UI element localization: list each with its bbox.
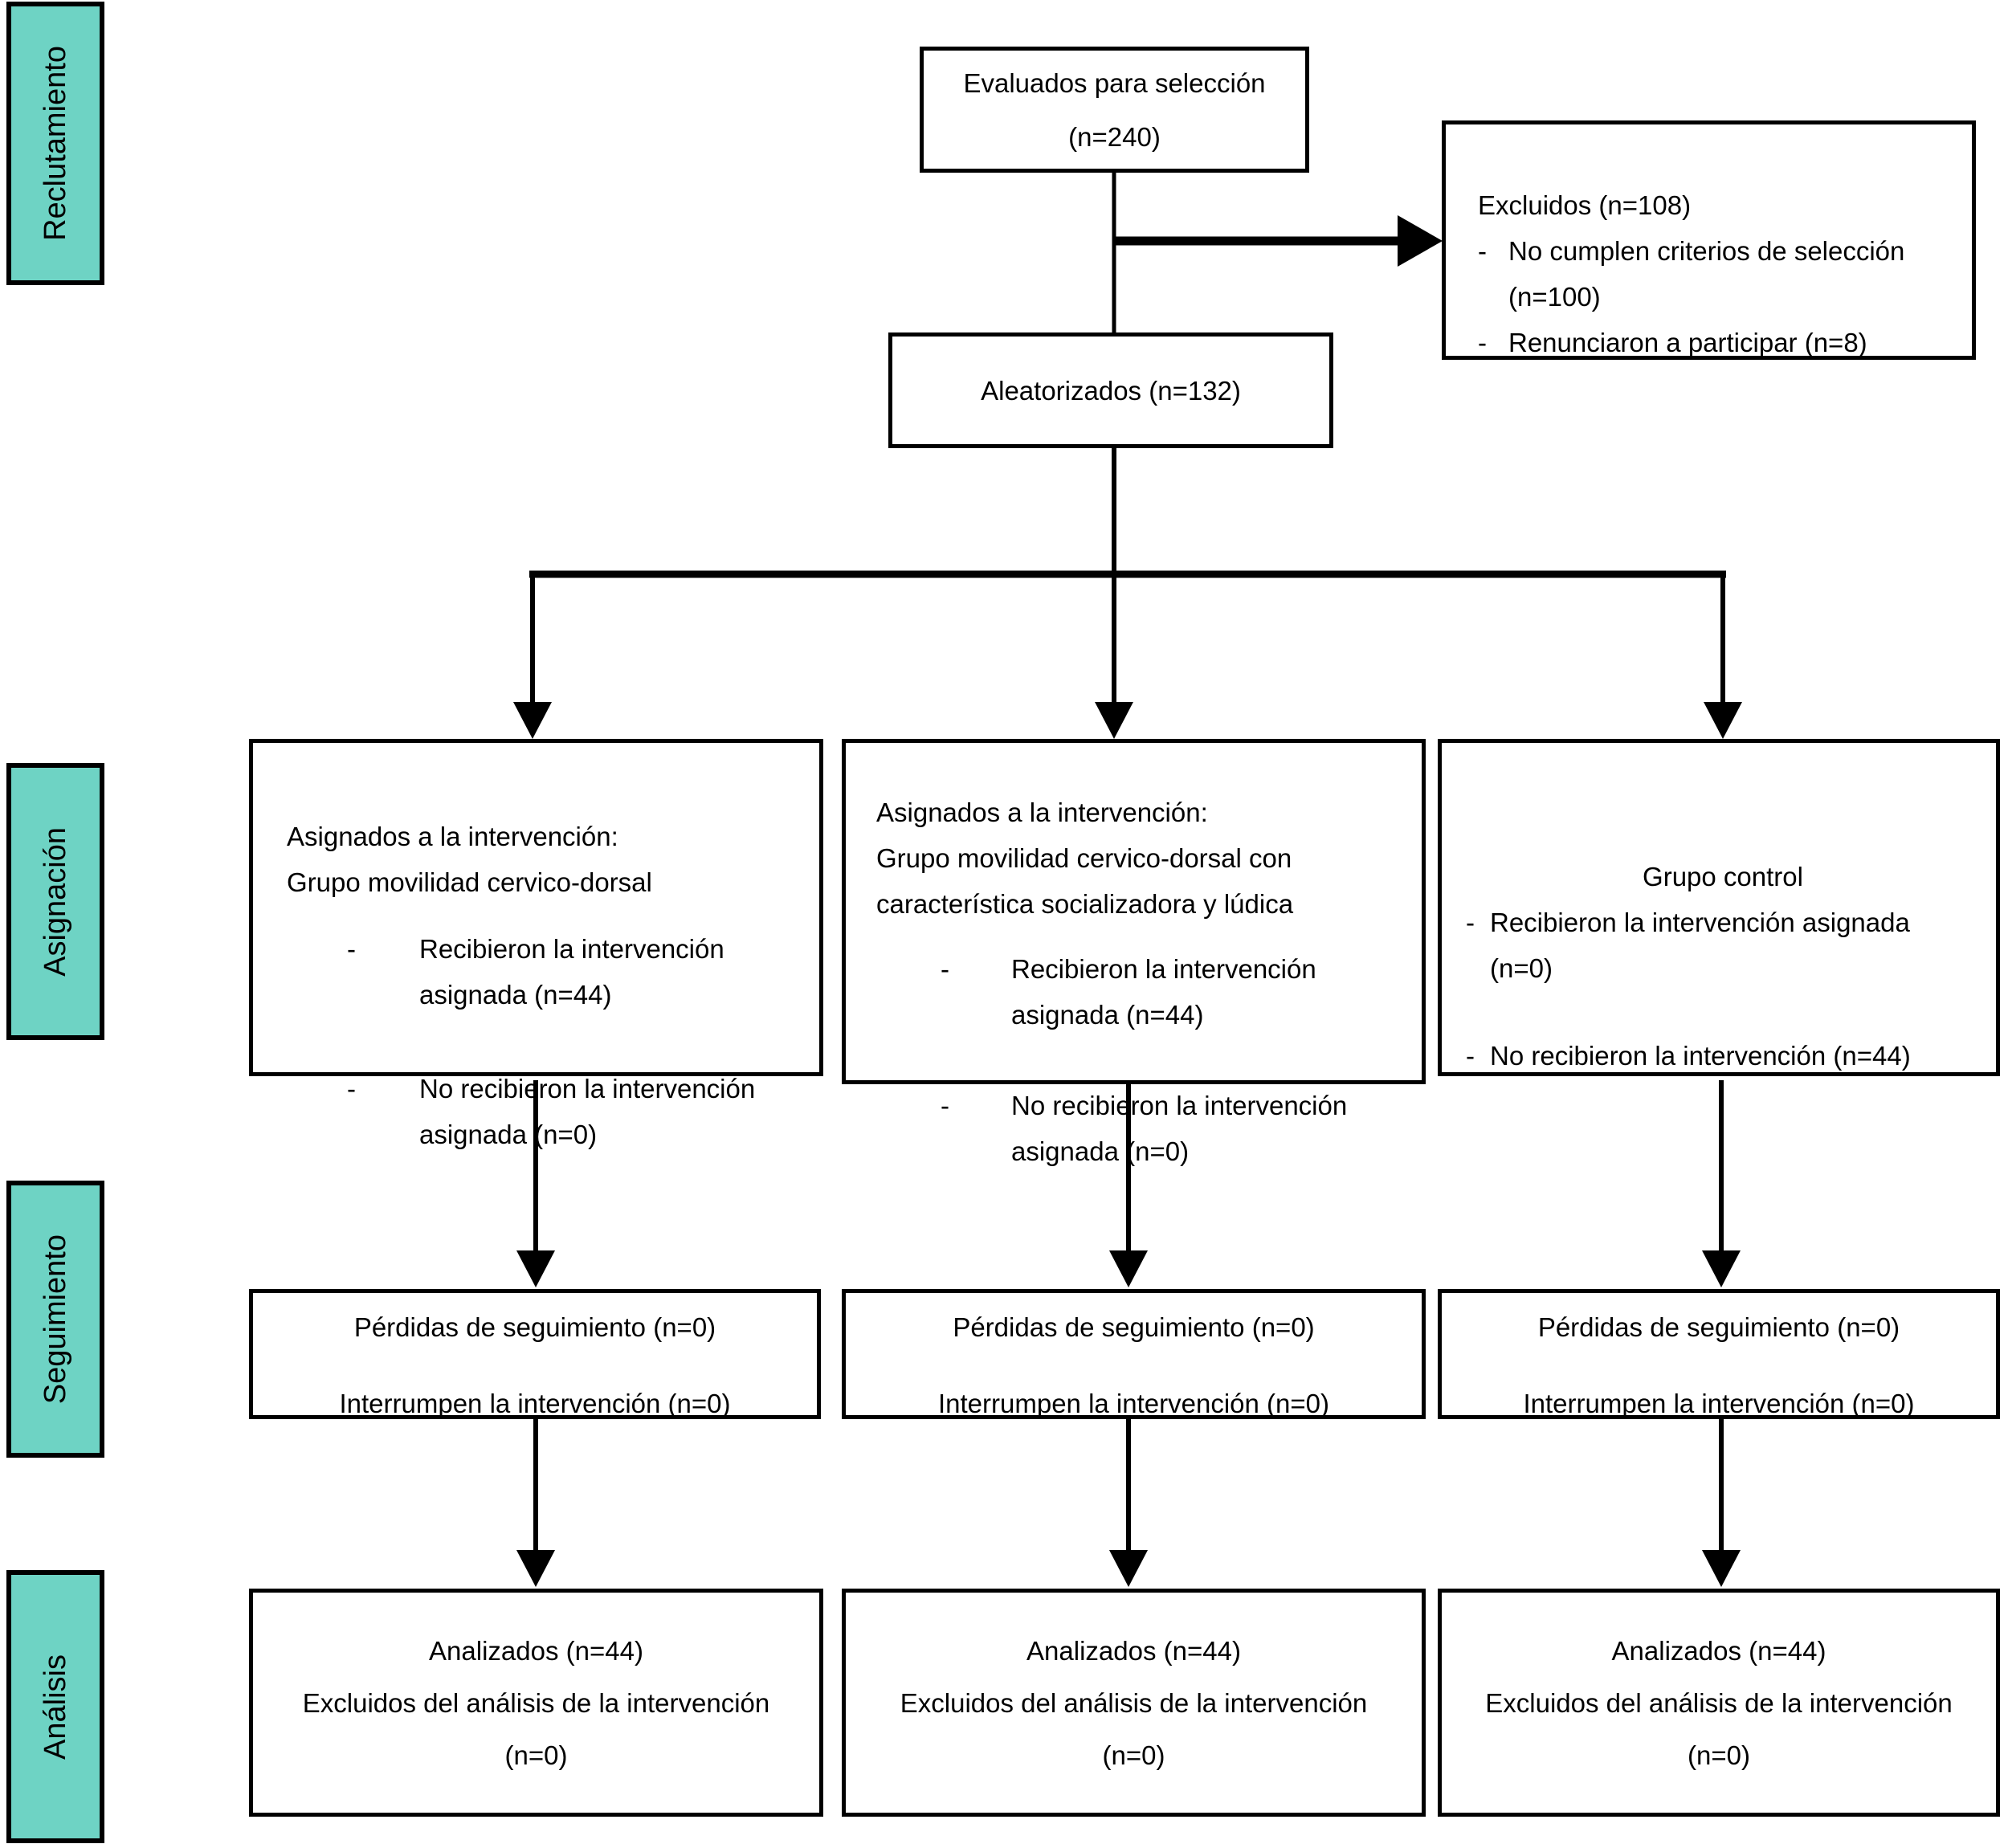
box-line: Grupo control xyxy=(1643,862,1803,891)
excluded-reason: - No cumplen criterios de selección (n=1… xyxy=(1478,228,1957,320)
arrowhead-assign-right xyxy=(1704,702,1742,739)
assignment-bullet: - No recibieron la intervención (n=44) xyxy=(1466,1033,1983,1079)
arrowhead-excluidos xyxy=(1398,215,1443,267)
box-line: Grupo movilidad cervico-dorsal con xyxy=(876,843,1292,873)
box-line: asignada (n=0) xyxy=(419,1120,598,1149)
box-line: Recibieron la intervención xyxy=(1011,954,1316,984)
box-line: Aleatorizados (n=132) xyxy=(981,375,1241,406)
box-line: Analizados (n=44) xyxy=(1611,1635,1826,1666)
box-line: asignada (n=44) xyxy=(419,980,612,1010)
box-line: Asignados a la intervención: xyxy=(876,798,1208,827)
box-line: Evaluados para selección xyxy=(963,67,1266,98)
bullet-dash: - xyxy=(1478,328,1487,357)
arrowhead-assign-center xyxy=(1095,702,1133,739)
box-line: Grupo movilidad cervico-dorsal xyxy=(287,867,652,897)
bullet-dash: - xyxy=(941,954,949,984)
box-line: Recibieron la intervención xyxy=(419,934,724,964)
assignment-bullet: - Recibieron la intervención asignada (n… xyxy=(1466,900,1983,991)
box-line: (n=100) xyxy=(1508,282,1601,312)
box-line: Excluidos del análisis de la intervenció… xyxy=(900,1687,1368,1718)
bullet-dash: - xyxy=(347,1074,356,1103)
arrowhead-analysis-right xyxy=(1702,1550,1741,1587)
box-assignment-col1: Asignados a la intervención: Grupo movil… xyxy=(249,739,823,1149)
bullet-dash: - xyxy=(1466,908,1475,937)
box-excluidos: Excluidos (n=108) - No cumplen criterios… xyxy=(1442,120,1976,360)
box-line: (n=0) xyxy=(1102,1740,1165,1770)
assignment-bullet: - Recibieron la intervención asignada (n… xyxy=(941,946,1407,1038)
assignment-bullet: - No recibieron la intervención asignada… xyxy=(941,1083,1407,1174)
box-line: (n=0) xyxy=(504,1740,568,1770)
box-line: Pérdidas de seguimiento (n=0) xyxy=(953,1312,1315,1342)
box-line: Pérdidas de seguimiento (n=0) xyxy=(353,1312,716,1342)
assignment-bullet: - No recibieron la intervención asignada… xyxy=(347,1066,805,1157)
arrowhead-analysis-left xyxy=(516,1550,555,1587)
arrowhead-assign-left xyxy=(513,702,552,739)
box-line: característica socializadora y lúdica xyxy=(876,889,1294,919)
box-line: Interrumpen la intervención (n=0) xyxy=(339,1389,731,1418)
arrowhead-followup-center xyxy=(1109,1250,1148,1287)
arrowhead-followup-left xyxy=(516,1250,555,1287)
box-followup-col3: Pérdidas de seguimiento (n=0) Interrumpe… xyxy=(1438,1289,2000,1419)
phase-analisis: Análisis xyxy=(6,1570,104,1843)
bullet-dash: - xyxy=(1466,1041,1475,1071)
box-line: Excluidos del análisis de la intervenció… xyxy=(1485,1687,1953,1718)
box-evaluados: Evaluados para selección (n=240) xyxy=(920,47,1309,173)
arrowhead-followup-right xyxy=(1702,1250,1741,1287)
box-line: Recibieron la intervención asignada xyxy=(1490,908,1910,937)
bullet-dash: - xyxy=(1478,236,1487,266)
box-line: No cumplen criterios de selección xyxy=(1508,236,1905,266)
box-line: Asignados a la intervención: xyxy=(287,822,618,851)
box-line: No recibieron la intervención (n=44) xyxy=(1490,1041,1911,1071)
box-line: Interrumpen la intervención (n=0) xyxy=(937,1389,1329,1418)
excluded-reason: - Renunciaron a participar (n=8) xyxy=(1478,320,1957,365)
box-line: asignada (n=44) xyxy=(1011,1000,1204,1030)
arrowhead-analysis-center xyxy=(1109,1550,1148,1587)
box-line: (n=0) xyxy=(1688,1740,1750,1770)
phase-asignacion: Asignación xyxy=(6,763,104,1040)
box-line: asignada (n=0) xyxy=(1011,1136,1190,1166)
bullet-dash: - xyxy=(941,1091,949,1120)
box-line: (n=0) xyxy=(1490,953,1553,983)
box-line: Analizados (n=44) xyxy=(429,1635,643,1666)
box-line: No recibieron la intervención xyxy=(1011,1091,1348,1120)
box-followup-col1: Pérdidas de seguimiento (n=0) Interrumpe… xyxy=(249,1289,821,1419)
phase-reclutamiento: Reclutamiento xyxy=(6,2,104,285)
box-followup-col2: Pérdidas de seguimiento (n=0) Interrumpe… xyxy=(842,1289,1426,1419)
box-assignment-col3: Grupo control - Recibieron la intervenci… xyxy=(1438,739,2000,1076)
box-line: (n=240) xyxy=(1068,121,1161,152)
bullet-dash: - xyxy=(347,934,356,964)
box-line: Analizados (n=44) xyxy=(1026,1635,1241,1666)
phase-label: Asignación xyxy=(38,826,72,977)
box-analysis-col3: Analizados (n=44) Excluidos del análisis… xyxy=(1438,1589,2000,1817)
box-line: No recibieron la intervención xyxy=(419,1074,756,1103)
box-line: Renunciaron a participar (n=8) xyxy=(1508,328,1867,357)
box-line: Interrumpen la intervención (n=0) xyxy=(1523,1389,1915,1418)
phase-label: Seguimiento xyxy=(38,1234,72,1405)
assignment-bullet: - Recibieron la intervención asignada (n… xyxy=(347,926,805,1018)
box-assignment-col2: Asignados a la intervención: Grupo movil… xyxy=(842,739,1426,1166)
box-line: Excluidos del análisis de la intervenció… xyxy=(302,1687,770,1718)
box-analysis-col2: Analizados (n=44) Excluidos del análisis… xyxy=(842,1589,1426,1817)
box-line: Pérdidas de seguimiento (n=0) xyxy=(1537,1312,1900,1342)
phase-seguimiento: Seguimiento xyxy=(6,1181,104,1458)
phase-label: Reclutamiento xyxy=(38,46,72,241)
box-aleatorizados: Aleatorizados (n=132) xyxy=(888,332,1333,448)
phase-label: Análisis xyxy=(38,1654,72,1760)
box-line: Excluidos (n=108) xyxy=(1478,190,1692,220)
box-analysis-col1: Analizados (n=44) Excluidos del análisis… xyxy=(249,1589,823,1817)
